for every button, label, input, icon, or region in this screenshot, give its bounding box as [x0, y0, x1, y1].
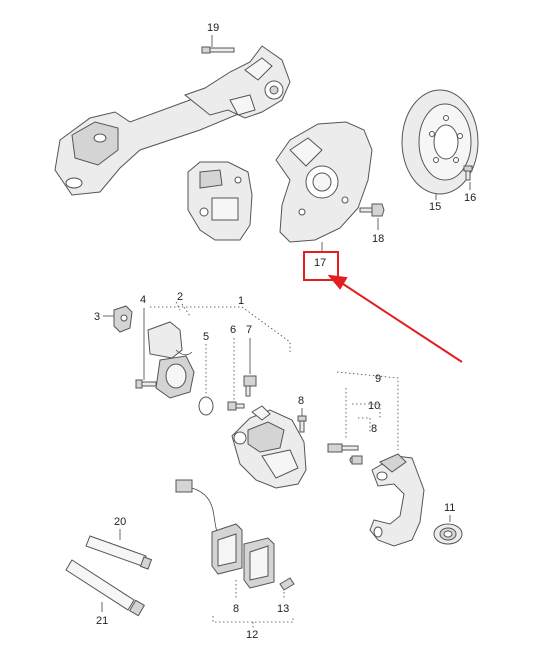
- grease-tube-20: 20: [85, 516, 153, 570]
- callout-13: 13: [277, 603, 289, 615]
- callout-7: 7: [246, 324, 252, 336]
- callout-1: 1: [238, 295, 244, 307]
- callout-20: 20: [114, 516, 126, 528]
- callout-4: 4: [140, 294, 146, 306]
- highlight-callout-17: 17: [303, 242, 339, 281]
- callout-5: 5: [203, 331, 209, 343]
- grease-tube-21: 21: [65, 559, 146, 627]
- brake-backing-plate-17: [275, 121, 373, 243]
- brake-disc-15: 15: [401, 89, 479, 213]
- callout-15: 15: [429, 201, 441, 213]
- callout-21: 21: [96, 615, 108, 627]
- wheel-bearing-11: 11: [433, 502, 463, 545]
- callout-10: 10: [368, 400, 380, 412]
- callout-16: 16: [464, 192, 476, 204]
- trailing-arm: [54, 45, 291, 196]
- callout-6: 6: [230, 324, 236, 336]
- red-arrow: [327, 274, 463, 363]
- callout-2: 2: [177, 291, 183, 303]
- wheel-bearing-housing: [187, 161, 253, 241]
- callout-19: 19: [207, 22, 219, 34]
- caliper-assembly-group: 1 2 4 3 5 6 7: [94, 291, 307, 489]
- brake-pad-group: 8 13 12: [175, 479, 295, 641]
- callout-3: 3: [94, 311, 100, 323]
- callout-12: 12: [246, 629, 258, 641]
- callout-8-carrier: 8: [371, 423, 377, 435]
- callout-8-caliper: 8: [298, 395, 304, 407]
- highlight-box: [303, 251, 339, 281]
- callout-9: 9: [375, 373, 381, 385]
- bolt-19: 19: [201, 22, 235, 54]
- callout-8-pad: 8: [233, 603, 239, 615]
- carrier-group: 9 10 8: [327, 371, 425, 547]
- callout-18: 18: [372, 233, 384, 245]
- bolt-18: 18: [359, 203, 385, 245]
- callout-17: 17: [314, 257, 326, 269]
- callout-11: 11: [444, 502, 455, 514]
- bolt-16: 16: [463, 165, 476, 204]
